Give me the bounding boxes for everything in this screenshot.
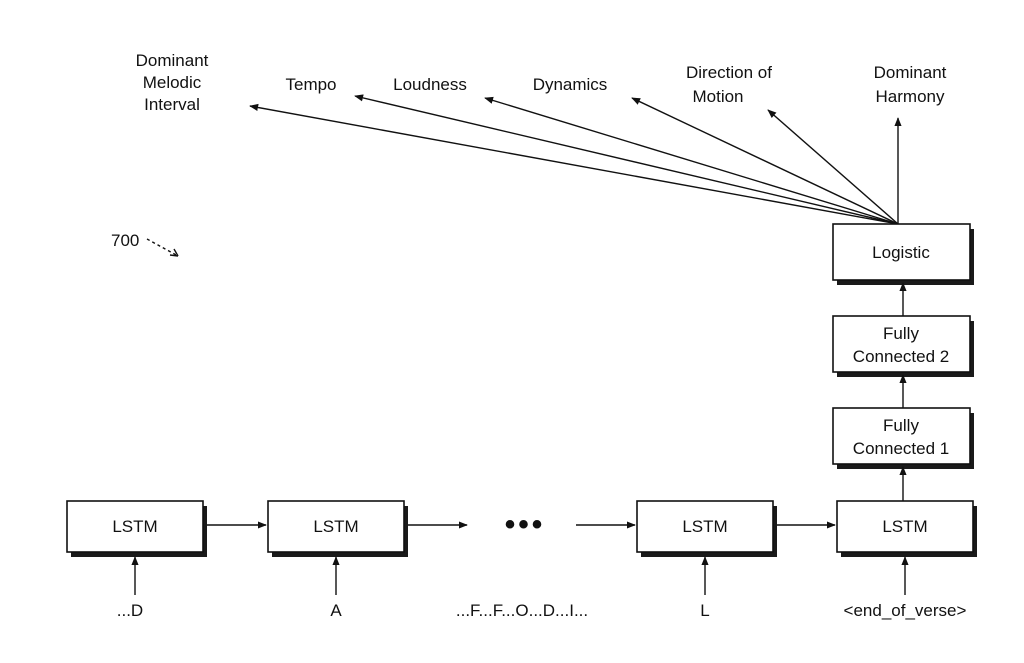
fully-connected-1-layer: Fully Connected 1 [832, 407, 974, 469]
lstm-label: LSTM [682, 517, 727, 536]
output-label-line: Dominant [874, 63, 947, 82]
output-label-line: Interval [144, 95, 200, 114]
input-token: ...D [117, 601, 143, 620]
logistic-box [832, 223, 971, 281]
output-loudness: Loudness [393, 75, 467, 94]
output-label-line: Motion [692, 87, 743, 106]
arrow-to-dynamics [631, 97, 899, 225]
lstm-box [636, 500, 774, 553]
logistic-layer: Logistic [832, 223, 974, 285]
output-label-line: Dynamics [533, 75, 608, 94]
fc2-label-line: Fully [883, 324, 919, 343]
lstm-box [267, 500, 405, 553]
logistic-label: Logistic [872, 243, 930, 262]
lstm-cell-4: LSTM [836, 500, 977, 557]
lstm-cell-1: LSTM [66, 500, 207, 557]
output-label-line: Dominant [136, 51, 209, 70]
arrow-to-direction-of-motion [767, 109, 899, 225]
fc1-label-line: Connected 1 [853, 439, 949, 458]
input-token: A [330, 601, 342, 620]
output-tempo: Tempo [285, 75, 336, 94]
fully-connected-2-layer: Fully Connected 2 [832, 315, 974, 377]
reference-leader-tip [169, 254, 179, 257]
output-dominant-melodic-interval: Dominant Melodic Interval [136, 51, 209, 114]
output-label-line: Tempo [285, 75, 336, 94]
input-token-sequence: ...F...F...O...D...I... [456, 601, 588, 620]
reference-leader-tip [173, 248, 179, 257]
arrow-to-dominant-melodic-interval [249, 103, 899, 225]
output-dynamics: Dynamics [533, 75, 608, 94]
output-direction-of-motion: Direction of Motion [686, 63, 772, 106]
lstm-cell-3: LSTM [636, 500, 777, 557]
lstm-label: LSTM [882, 517, 927, 536]
output-label-line: Harmony [876, 87, 945, 106]
fc2-label-line: Connected 2 [853, 347, 949, 366]
fc1-label-line: Fully [883, 416, 919, 435]
lstm-box [836, 500, 974, 553]
output-dominant-harmony: Dominant Harmony [874, 63, 947, 106]
output-label-line: Melodic [143, 73, 202, 92]
output-arrows [249, 94, 902, 225]
lstm-label: LSTM [112, 517, 157, 536]
figure-number: 700 [111, 231, 139, 250]
arrow-to-tempo [354, 94, 899, 225]
input-token: <end_of_verse> [844, 601, 967, 620]
output-label-line: Direction of [686, 63, 772, 82]
output-label-line: Loudness [393, 75, 467, 94]
lstm-box [66, 500, 204, 553]
fully-connected-1-box [832, 407, 971, 465]
figure-reference: 700 [111, 231, 179, 257]
input-token: L [700, 601, 709, 620]
reference-leader-line [146, 238, 179, 257]
sequence-ellipsis: ••• [505, 508, 546, 541]
fully-connected-2-box [832, 315, 971, 373]
lstm-label: LSTM [313, 517, 358, 536]
lstm-cell-2: LSTM [267, 500, 408, 557]
arrow-to-loudness [484, 96, 899, 225]
